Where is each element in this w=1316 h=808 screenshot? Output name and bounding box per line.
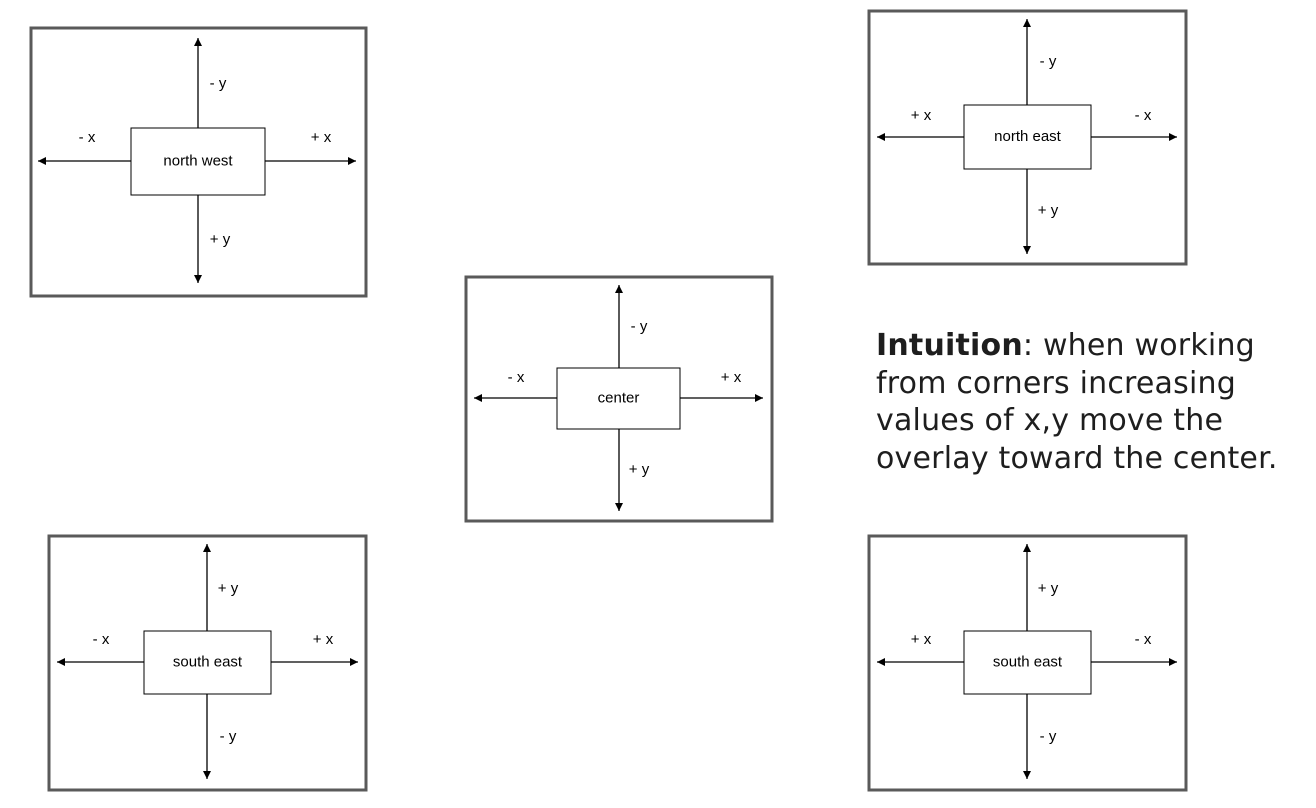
axis-label-bottom: + y	[210, 231, 231, 248]
axis-label-right: + x	[313, 631, 334, 648]
arrow-down-icon	[1023, 246, 1031, 254]
axis-label-bottom: - y	[1040, 728, 1057, 745]
axis-label-right: - x	[1135, 107, 1152, 124]
intuition-note: Intuition: when working from corners inc…	[876, 327, 1306, 477]
anchor-box	[963, 104, 1092, 170]
arrow-left-icon	[57, 658, 65, 666]
arrow-down-icon	[203, 771, 211, 779]
axis-label-left: - x	[508, 369, 525, 386]
intuition-lead: Intuition	[876, 328, 1023, 363]
arrow-right-icon	[1169, 658, 1177, 666]
axis-label-top: + y	[1038, 580, 1059, 597]
axis-label-top: - y	[631, 318, 648, 335]
arrow-up-icon	[1023, 544, 1031, 552]
arrow-down-icon	[615, 503, 623, 511]
arrow-up-icon	[194, 38, 202, 46]
anchor-diagram-ne: north east - y + y + x - x	[867, 9, 1188, 266]
axis-label-bottom: + y	[1038, 202, 1059, 219]
axis-label-right: + x	[721, 369, 742, 386]
anchor-box-label: north west	[163, 152, 233, 169]
axis-label-left: + x	[911, 631, 932, 648]
axis-label-top: - y	[210, 75, 227, 92]
arrow-up-icon	[203, 544, 211, 552]
axis-label-top: + y	[218, 580, 239, 597]
arrow-up-icon	[1023, 19, 1031, 27]
arrow-right-icon	[755, 394, 763, 402]
axis-label-left: - x	[93, 631, 110, 648]
intuition-text: : when working from corners increasing v…	[876, 328, 1278, 476]
axis-label-left: + x	[911, 107, 932, 124]
anchor-diagram-se: south east + y - y + x - x	[867, 534, 1188, 792]
axis-label-bottom: - y	[220, 728, 237, 745]
anchor-diagram-c: center - y + y - x + x	[464, 275, 774, 523]
anchor-diagram-nw: north west - y + y - x + x	[29, 26, 368, 298]
arrow-left-icon	[877, 133, 885, 141]
anchor-box-label: north east	[994, 128, 1062, 145]
arrow-left-icon	[877, 658, 885, 666]
axis-label-left: - x	[79, 129, 96, 146]
anchor-diagram-sw: south east + y - y - x + x	[47, 534, 368, 792]
arrow-down-icon	[1023, 771, 1031, 779]
anchor-box-label: south east	[993, 653, 1063, 670]
axis-label-bottom: + y	[629, 461, 650, 478]
arrow-right-icon	[1169, 133, 1177, 141]
anchor-box	[130, 127, 266, 196]
arrow-right-icon	[348, 157, 356, 165]
axis-label-right: - x	[1135, 631, 1152, 648]
anchor-box	[143, 630, 272, 695]
axis-label-right: + x	[311, 129, 332, 146]
axis-label-top: - y	[1040, 53, 1057, 70]
arrow-left-icon	[474, 394, 482, 402]
arrow-down-icon	[194, 275, 202, 283]
anchor-box-label: south east	[173, 653, 243, 670]
anchor-box-label: center	[598, 389, 640, 406]
anchor-box	[963, 630, 1092, 695]
arrow-left-icon	[38, 157, 46, 165]
arrow-right-icon	[350, 658, 358, 666]
arrow-up-icon	[615, 285, 623, 293]
anchor-box	[556, 367, 681, 430]
